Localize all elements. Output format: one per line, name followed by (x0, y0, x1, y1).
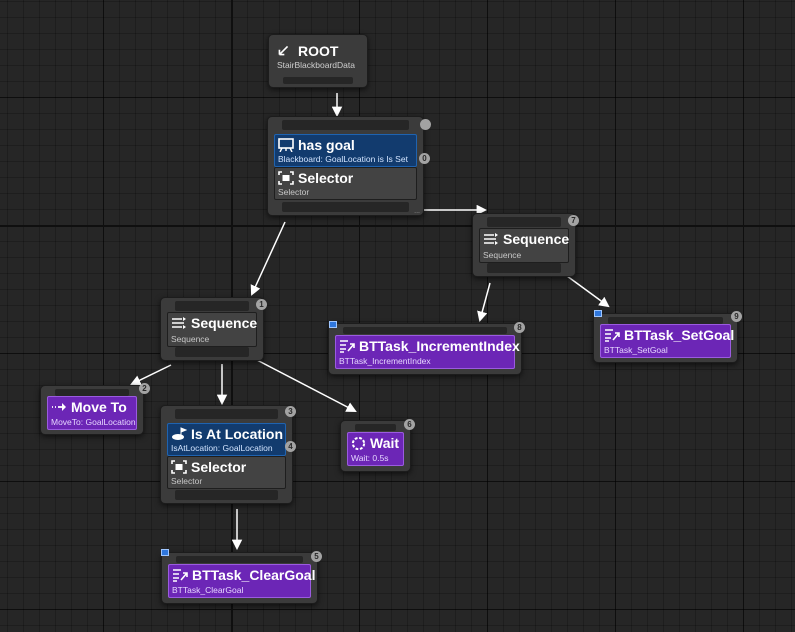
sequence-left-badge: 1 (256, 299, 267, 310)
task-increment-index[interactable]: BTTask_IncrementIndex BTTask_IncrementIn… (335, 335, 520, 369)
task-set-goal[interactable]: BTTask_SetGoal BTTask_SetGoal (600, 324, 735, 358)
root-node[interactable]: ROOT StairBlackboardData (268, 34, 368, 88)
is-at-location-badge-4: 4 (285, 441, 296, 452)
blackboard-icon (278, 138, 294, 152)
move-to-icon (52, 403, 66, 411)
selector-mid-title: Selector (191, 459, 247, 475)
clear-goal-badge: 5 (311, 551, 322, 562)
clear-goal-title: BTTask_ClearGoal (192, 567, 316, 583)
clear-goal-node[interactable]: BTTask_ClearGoal BTTask_ClearGoal (161, 552, 318, 604)
selector-mid-node[interactable]: Is At Location IsAtLocation: GoalLocatio… (160, 405, 293, 504)
set-goal-title: BTTask_SetGoal (624, 327, 735, 343)
increment-index-subtitle: BTTask_IncrementIndex (339, 356, 431, 366)
decorator-is-at-location[interactable]: Is At Location IsAtLocation: GoalLocatio… (167, 423, 286, 456)
wait-badge: 6 (404, 419, 415, 430)
sequence-icon (484, 233, 498, 245)
task-move-to[interactable]: Move To MoveTo: GoalLocation (47, 396, 137, 430)
task-wait[interactable]: Wait Wait: 0.5s (347, 432, 404, 466)
root-title: ROOT (298, 43, 339, 59)
is-at-location-badge-3: 3 (285, 406, 296, 417)
has-goal-badge (420, 119, 431, 130)
set-goal-subtitle: BTTask_SetGoal (604, 345, 668, 355)
task-clear-goal[interactable]: BTTask_ClearGoal BTTask_ClearGoal (168, 564, 315, 598)
composite-selector-top[interactable]: Selector Selector (274, 167, 417, 200)
clear-goal-subtitle: BTTask_ClearGoal (172, 585, 244, 595)
selector-top-subtitle: Selector (278, 187, 310, 197)
selector-icon (278, 171, 294, 185)
increment-index-badge: 8 (514, 322, 525, 333)
wait-node[interactable]: Wait Wait: 0.5s (340, 420, 411, 472)
task-icon (173, 569, 188, 582)
set-goal-badge: 9 (731, 311, 742, 322)
composite-sequence-right[interactable]: Sequence Sequence (479, 228, 569, 263)
selector-mid-subtitle: Selector (171, 476, 203, 486)
set-goal-node[interactable]: BTTask_SetGoal BTTask_SetGoal (593, 313, 738, 363)
wait-subtitle: Wait: 0.5s (351, 453, 389, 463)
wait-icon (351, 436, 366, 451)
sequence-right-node[interactable]: Sequence Sequence (472, 213, 576, 277)
move-to-subtitle: MoveTo: GoalLocation (51, 417, 136, 427)
is-at-location-title: Is At Location (191, 426, 284, 442)
sequence-right-subtitle: Sequence (483, 250, 522, 260)
selector-top-title: Selector (298, 170, 354, 186)
selector-top-node[interactable]: has goal Blackboard: GoalLocation is Is … (267, 116, 424, 216)
move-to-badge: 2 (139, 383, 150, 394)
wire-seqright-increment (477, 282, 491, 323)
blueprint-flag-icon (594, 310, 602, 317)
task-icon (605, 329, 620, 342)
wait-title: Wait (370, 435, 400, 451)
has-goal-title: has goal (298, 137, 355, 153)
selector-icon (171, 460, 187, 474)
sequence-right-title: Sequence (503, 231, 570, 247)
wire-seqleft-moveto (130, 364, 172, 386)
root-icon (278, 45, 289, 56)
blueprint-flag-icon (161, 549, 169, 556)
location-icon (172, 427, 187, 440)
decorator-has-goal[interactable]: has goal Blackboard: GoalLocation is Is … (274, 134, 417, 167)
composite-selector-mid[interactable]: Selector Selector (167, 456, 286, 489)
root-subtitle: StairBlackboardData (277, 60, 355, 70)
execution-dots: ... (414, 208, 420, 215)
wire-selector-seqleft (250, 221, 286, 296)
blueprint-flag-icon (329, 321, 337, 328)
sequence-icon (172, 317, 186, 329)
has-goal-index-badge: 0 (419, 153, 430, 164)
increment-index-node[interactable]: BTTask_IncrementIndex BTTask_IncrementIn… (328, 323, 522, 375)
has-goal-subtitle: Blackboard: GoalLocation is Is Set (278, 154, 408, 164)
sequence-left-title: Sequence (191, 315, 258, 331)
wire-seqright-setgoal (566, 275, 610, 308)
sequence-left-subtitle: Sequence (171, 334, 210, 344)
sequence-right-badge: 7 (568, 215, 579, 226)
move-to-node[interactable]: Move To MoveTo: GoalLocation (40, 385, 144, 435)
task-icon (340, 340, 355, 353)
composite-sequence-left[interactable]: Sequence Sequence (167, 312, 257, 347)
sequence-left-node[interactable]: Sequence Sequence (160, 297, 264, 361)
increment-index-title: BTTask_IncrementIndex (359, 338, 520, 354)
is-at-location-subtitle: IsAtLocation: GoalLocation (171, 443, 273, 453)
move-to-title: Move To (71, 399, 127, 415)
